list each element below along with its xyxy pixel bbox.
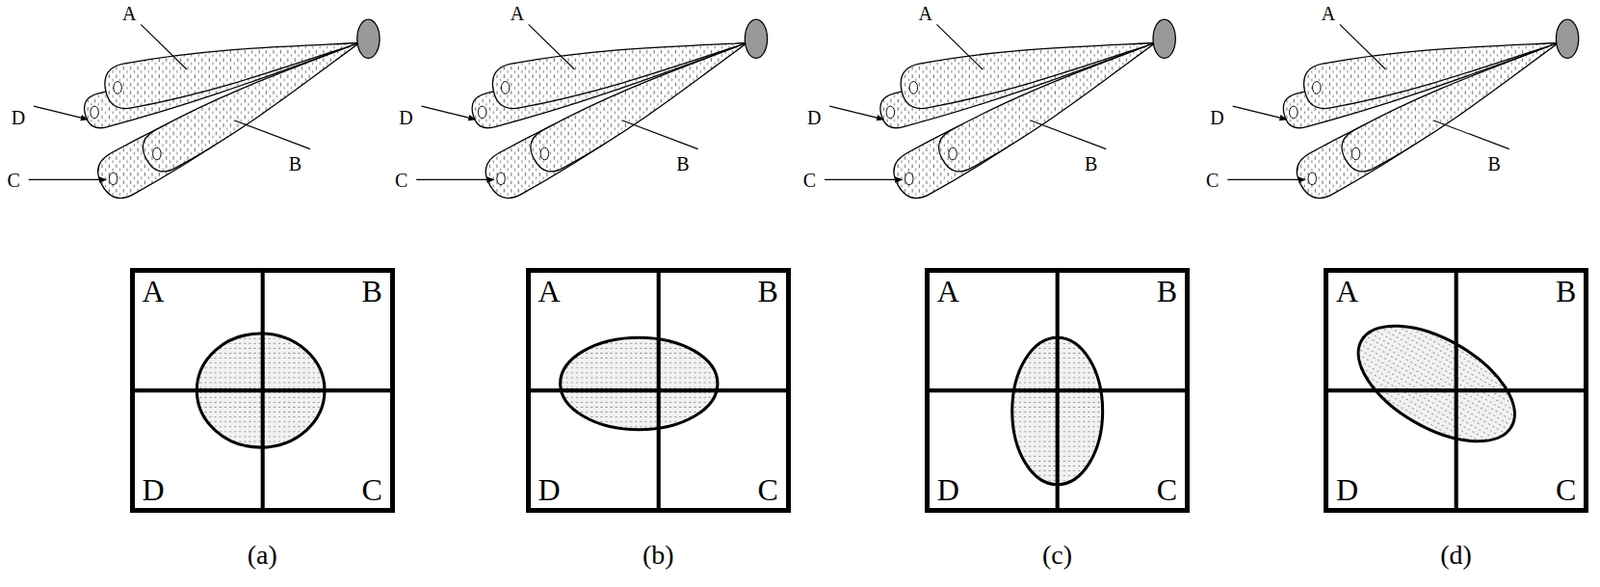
antenna-lobe	[98, 42, 360, 198]
figure-caption: (b)	[642, 540, 675, 571]
leader-line	[936, 24, 983, 70]
radar-panel	[824, 19, 1176, 198]
lobe-tip	[497, 172, 505, 185]
lobe-label: D	[807, 106, 821, 129]
lobe-tip	[113, 81, 122, 95]
lobe-tip	[1308, 172, 1316, 185]
divider-line	[530, 388, 787, 393]
antenna-dish	[1555, 19, 1578, 58]
lobe-label: A	[122, 2, 136, 25]
lobe-tip	[90, 105, 99, 119]
lobe-label: A	[1321, 2, 1336, 25]
lobe-tip	[108, 172, 117, 185]
lobe-tip	[886, 105, 894, 119]
lobe-label: B	[1084, 153, 1098, 175]
lobe-label: D	[398, 106, 413, 129]
quadrant-letter: B	[362, 275, 383, 307]
divider-line	[1328, 388, 1584, 393]
lobe-label: C	[394, 169, 408, 191]
quadrant-letter: C	[758, 473, 779, 505]
quadrant-box: A B D C	[924, 267, 1190, 513]
leader-line	[1227, 179, 1306, 181]
leader-line	[1433, 120, 1509, 150]
antenna-lobe	[939, 42, 1156, 171]
antenna-lobe	[142, 42, 360, 171]
lobe-tip	[909, 81, 918, 95]
quadrant-letter: A	[1336, 275, 1359, 307]
quadrant-box: A B D C	[525, 267, 791, 513]
lobe-label: A	[918, 2, 932, 25]
leader-line	[1232, 105, 1287, 120]
antenna-lobe	[893, 42, 1155, 198]
lobe-label: D	[11, 106, 26, 129]
quadrant-letter: C	[362, 473, 383, 505]
lobe-tip	[540, 147, 549, 160]
beam-spot	[559, 337, 717, 430]
antenna-lobe	[1341, 42, 1559, 171]
quadrant-letter: A	[937, 275, 960, 307]
antenna-dish	[1153, 19, 1176, 58]
quadrant-letter: B	[1156, 275, 1178, 307]
radar-panel	[1227, 19, 1578, 198]
radar-panel	[28, 19, 380, 198]
figure-caption: (a)	[247, 540, 278, 571]
quadrant-letter: D	[1336, 473, 1359, 505]
quadrant-grid	[929, 272, 1185, 508]
leader-line	[622, 120, 698, 150]
quadrant-letter: D	[937, 473, 960, 505]
leader-line	[28, 179, 107, 181]
lobe-tip	[948, 147, 957, 160]
quadrant-letter: A	[142, 275, 165, 307]
quadrant-box: A B D C	[1323, 267, 1589, 513]
leader-line	[824, 179, 903, 181]
figure-caption: (c)	[1042, 540, 1073, 571]
lobe-tip	[500, 81, 509, 95]
figure-caption: (d)	[1440, 540, 1472, 571]
lobe-tip	[905, 172, 914, 185]
quadrant-letter: B	[758, 275, 779, 307]
antenna-lobe	[530, 42, 748, 171]
leader-line	[416, 179, 495, 181]
quadrant-letter: A	[538, 275, 561, 307]
leader-line	[420, 105, 475, 120]
radar-panel	[416, 19, 767, 198]
beam-spot	[1338, 301, 1534, 465]
lobe-label: B	[288, 153, 302, 175]
leader-line	[1030, 120, 1106, 150]
lobe-tip	[1351, 147, 1360, 160]
quadrant-grid	[530, 272, 787, 508]
antenna-lobe	[485, 42, 747, 198]
antenna-dish	[357, 19, 380, 58]
antenna-lobe	[1296, 42, 1558, 198]
quadrant-grid	[134, 272, 391, 508]
lobe-label: B	[676, 153, 689, 175]
divider-line	[929, 388, 1185, 393]
quadrant-letter: B	[1555, 275, 1576, 307]
quadrant-letter: C	[1555, 473, 1576, 505]
lobe-tip	[1289, 105, 1298, 119]
quadrant-letter: D	[538, 473, 561, 505]
quadrant-box: A B D C	[130, 267, 395, 513]
lobe-label: D	[1209, 106, 1224, 129]
lobe-label: B	[1488, 153, 1501, 175]
leader-line	[235, 120, 311, 150]
leader-line	[1339, 24, 1387, 70]
lobe-label: C	[6, 169, 20, 191]
lobe-tip	[153, 147, 161, 160]
divider-line	[134, 388, 391, 393]
antenna-dish	[744, 19, 767, 58]
quadrant-letter: D	[142, 473, 165, 505]
leader-line	[528, 24, 576, 70]
leader-line	[33, 105, 88, 120]
lobe-label: C	[1206, 169, 1219, 191]
quadrant-grid	[1328, 272, 1584, 508]
lobe-tip	[477, 105, 486, 119]
quadrant-letter: C	[1156, 473, 1178, 505]
lobe-tip	[1312, 81, 1321, 95]
leader-line	[140, 24, 187, 70]
leader-line	[829, 105, 884, 120]
lobe-label: A	[510, 2, 525, 25]
lobe-label: C	[803, 169, 816, 191]
